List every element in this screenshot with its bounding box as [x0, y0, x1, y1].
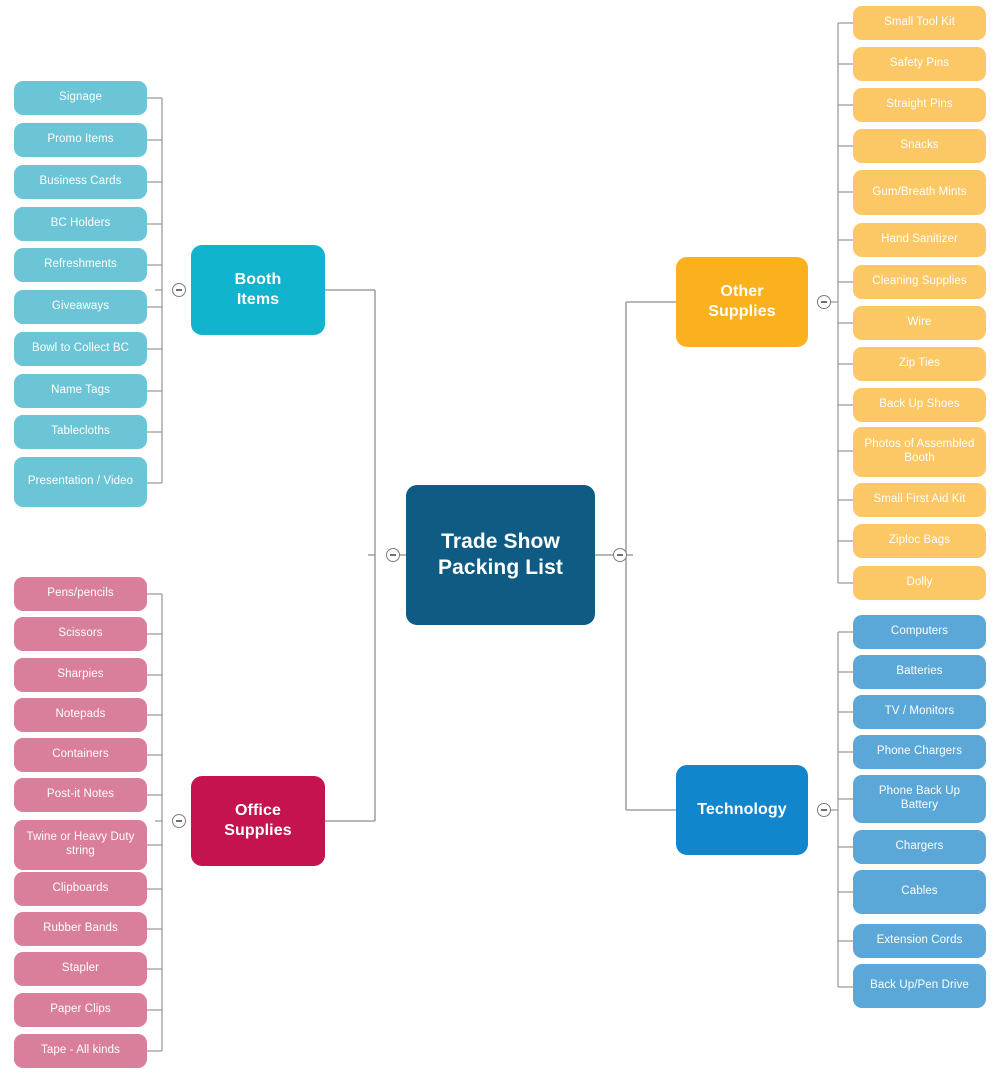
leaf-node[interactable]: Wire	[853, 306, 986, 340]
leaf-node[interactable]: Notepads	[14, 698, 147, 732]
branch-node-technology-label: Technology	[697, 801, 787, 818]
leaf-node[interactable]: Extension Cords	[853, 924, 986, 958]
leaf-node[interactable]: Tablecloths	[14, 415, 147, 449]
leaf-node[interactable]: Safety Pins	[853, 47, 986, 81]
leaf-node[interactable]: Phone Back Up Battery	[853, 775, 986, 823]
branch-node-booth-items-label: Booth Items	[235, 270, 282, 310]
leaf-node[interactable]: Small Tool Kit	[853, 6, 986, 40]
branch-office-line1: Office	[235, 802, 281, 819]
root-node-line2: Packing List	[438, 556, 563, 579]
branch-booth-line1: Booth	[234, 271, 282, 288]
leaf-node[interactable]: Chargers	[853, 830, 986, 864]
leaf-node[interactable]: Sharpies	[14, 658, 147, 692]
collapse-toggle-root-left[interactable]	[386, 548, 400, 562]
collapse-toggle-root-right[interactable]	[613, 548, 627, 562]
branch-office-line2: Supplies	[224, 822, 292, 839]
root-node-line1: Trade Show	[441, 530, 560, 554]
leaf-node[interactable]: BC Holders	[14, 207, 147, 241]
leaf-node[interactable]: Twine or Heavy Duty string	[14, 820, 147, 870]
leaf-node[interactable]: Phone Chargers	[853, 735, 986, 769]
leaf-node[interactable]: Tape - All kinds	[14, 1034, 147, 1068]
leaf-node[interactable]: Post-it Notes	[14, 778, 147, 812]
leaf-node[interactable]: Name Tags	[14, 374, 147, 408]
leaf-node[interactable]: Giveaways	[14, 290, 147, 324]
leaf-node[interactable]: Ziploc Bags	[853, 524, 986, 558]
branch-booth-line2: Items	[236, 291, 280, 308]
branch-node-technology[interactable]: Technology	[676, 765, 808, 855]
leaf-node[interactable]: Hand Sanitizer	[853, 223, 986, 257]
leaf-node[interactable]: Back Up Shoes	[853, 388, 986, 422]
leaf-node[interactable]: Scissors	[14, 617, 147, 651]
leaf-node[interactable]: Gum/Breath Mints	[853, 170, 986, 215]
leaf-node[interactable]: Small First Aid Kit	[853, 483, 986, 517]
leaf-node[interactable]: Business Cards	[14, 165, 147, 199]
leaf-node[interactable]: Cables	[853, 870, 986, 914]
leaf-node[interactable]: Presentation / Video	[14, 457, 147, 507]
leaf-node[interactable]: Rubber Bands	[14, 912, 147, 946]
leaf-node[interactable]: Snacks	[853, 129, 986, 163]
collapse-toggle-technology[interactable]	[817, 803, 831, 817]
collapse-toggle-other-supplies[interactable]	[817, 295, 831, 309]
branch-other-line2: Supplies	[708, 303, 776, 320]
leaf-node[interactable]: Bowl to Collect BC	[14, 332, 147, 366]
root-node-trade-show-packing-list[interactable]: Trade Show Packing List	[406, 485, 595, 625]
leaf-node[interactable]: Containers	[14, 738, 147, 772]
branch-node-office-supplies[interactable]: Office Supplies	[191, 776, 325, 866]
collapse-toggle-booth-items[interactable]	[172, 283, 186, 297]
leaf-node[interactable]: Signage	[14, 81, 147, 115]
branch-node-other-supplies[interactable]: Other Supplies	[676, 257, 808, 347]
branch-node-other-supplies-label: Other Supplies	[708, 282, 775, 322]
branch-node-booth-items[interactable]: Booth Items	[191, 245, 325, 335]
leaf-node[interactable]: Pens/pencils	[14, 577, 147, 611]
leaf-node[interactable]: Zip Ties	[853, 347, 986, 381]
leaf-node[interactable]: Dolly	[853, 566, 986, 600]
leaf-node[interactable]: Cleaning Supplies	[853, 265, 986, 299]
leaf-node[interactable]: Photos of Assembled Booth	[853, 427, 986, 477]
leaf-node[interactable]: Stapler	[14, 952, 147, 986]
branch-other-line1: Other	[720, 283, 764, 300]
leaf-node[interactable]: Computers	[853, 615, 986, 649]
branch-node-office-supplies-label: Office Supplies	[224, 801, 291, 841]
leaf-node[interactable]: Paper Clips	[14, 993, 147, 1027]
leaf-node[interactable]: Refreshments	[14, 248, 147, 282]
collapse-toggle-office-supplies[interactable]	[172, 814, 186, 828]
root-node-label: Trade Show Packing List	[438, 529, 563, 580]
leaf-node[interactable]: Straight Pins	[853, 88, 986, 122]
leaf-node[interactable]: Back Up/Pen Drive	[853, 964, 986, 1008]
leaf-node[interactable]: Clipboards	[14, 872, 147, 906]
leaf-node[interactable]: TV / Monitors	[853, 695, 986, 729]
leaf-node[interactable]: Batteries	[853, 655, 986, 689]
leaf-node[interactable]: Promo Items	[14, 123, 147, 157]
